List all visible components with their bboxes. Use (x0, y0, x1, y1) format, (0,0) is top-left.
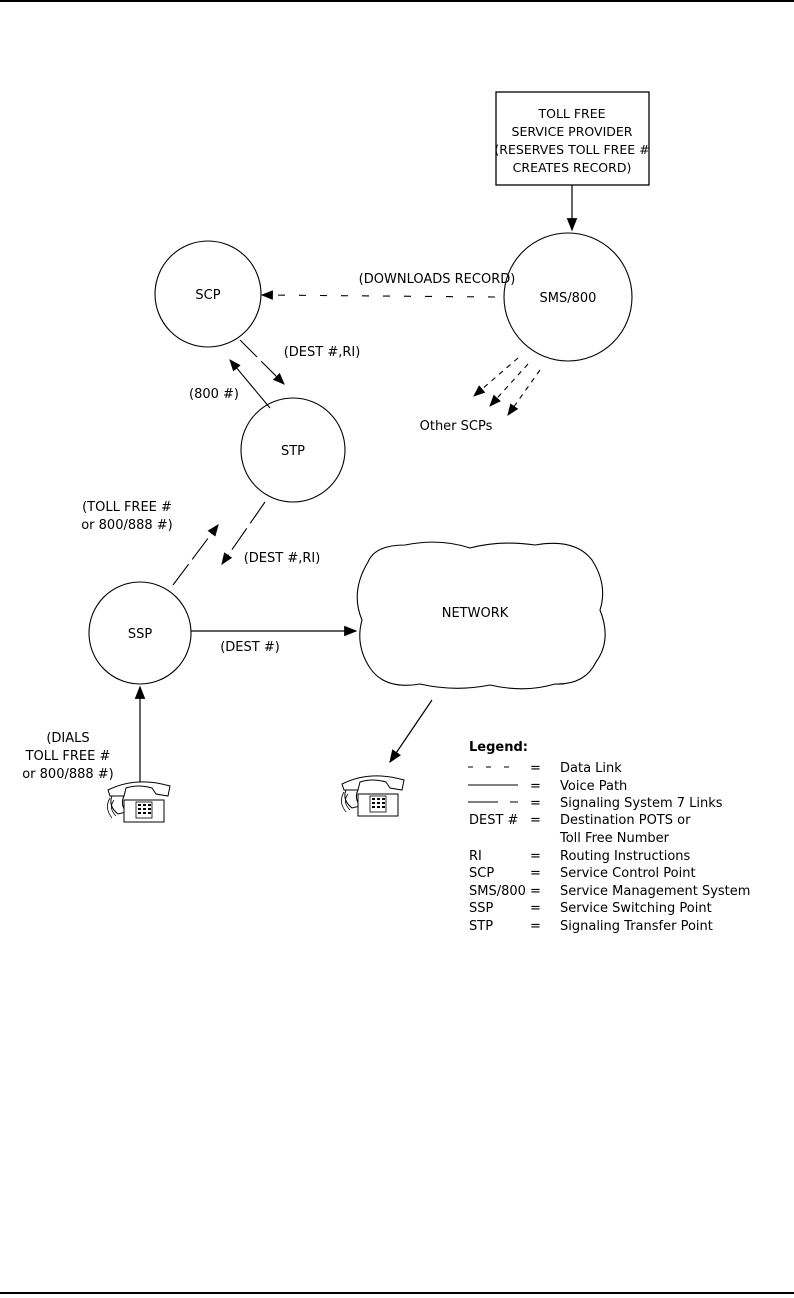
toll-free-query-line-1: (TOLL FREE # (82, 500, 172, 515)
telephone-icon (341, 775, 405, 817)
legend-key: SMS/800 (469, 884, 526, 899)
ssp-to-stp-link (172, 524, 219, 586)
legend-row: = Signaling System 7 Links (530, 796, 723, 811)
scp-to-stp-link (239, 339, 285, 385)
legend-key: RI (469, 849, 482, 864)
provider-line-1: TOLL FREE (537, 106, 605, 121)
legend-desc: Service Management System (560, 884, 750, 899)
service-provider-box: TOLL FREE SERVICE PROVIDER (RESERVES TOL… (494, 91, 650, 186)
legend-desc: Service Control Point (560, 866, 696, 881)
legend-row: STP = Signaling Transfer Point (469, 919, 713, 934)
dest-ri-scp-label: (DEST #,RI) (284, 345, 361, 360)
scp-label: SCP (195, 288, 220, 303)
stp-label: STP (281, 444, 305, 459)
legend-eq: = (530, 779, 541, 794)
legend-row: RI = Routing Instructions (469, 849, 691, 864)
legend-row: = Data Link (530, 761, 622, 776)
network-label: NETWORK (442, 606, 509, 621)
sms-node: SMS/800 (503, 232, 633, 362)
legend-eq: = (530, 866, 541, 881)
top-rule (0, 0, 794, 2)
legend-eq: = (530, 901, 541, 916)
legend-desc: Destination POTS or (560, 813, 691, 828)
dest-network-label: (DEST #) (220, 640, 280, 655)
provider-line-2: SERVICE PROVIDER (512, 124, 633, 139)
telephone-icon (107, 781, 171, 823)
legend-desc: Toll Free Number (559, 831, 670, 846)
legend-title: Legend: (469, 740, 528, 755)
legend-key: STP (469, 919, 493, 934)
legend: Legend: = Data Link = Voice Path = Signa… (468, 740, 750, 934)
bottom-rule (0, 1292, 794, 1294)
provider-line-3: (RESERVES TOLL FREE # (494, 142, 649, 157)
legend-row: Toll Free Number (559, 831, 670, 846)
ssp-label: SSP (128, 627, 153, 642)
legend-key: DEST # (469, 813, 518, 828)
provider-line-4: CREATES RECORD) (513, 160, 632, 175)
other-scps-label: Other SCPs (420, 419, 493, 434)
sms-to-other-scp-2 (489, 363, 529, 407)
legend-desc: Routing Instructions (560, 849, 691, 864)
dials-line-2: TOLL FREE # (25, 749, 111, 764)
legend-row: SSP = Service Switching Point (469, 901, 712, 916)
legend-desc: Service Switching Point (560, 901, 712, 916)
ssp-node: SSP (88, 581, 192, 685)
sms-to-other-scp-3 (507, 369, 541, 416)
legend-eq: = (530, 919, 541, 934)
sms-label: SMS/800 (540, 291, 597, 306)
stp-to-scp-link (229, 359, 271, 409)
legend-key: SSP (469, 901, 494, 916)
legend-eq: = (530, 884, 541, 899)
legend-row: DEST # = Destination POTS or (469, 813, 691, 828)
stp-to-ssp-link (221, 501, 266, 565)
legend-row: SCP = Service Control Point (469, 866, 696, 881)
scp-node: SCP (154, 240, 262, 348)
legend-row: SMS/800 = Service Management System (469, 884, 750, 899)
legend-eq: = (530, 813, 541, 828)
legend-eq: = (530, 796, 541, 811)
legend-key: SCP (469, 866, 494, 881)
dials-line-3: or 800/888 #) (22, 767, 114, 782)
sms-to-other-scp-1 (473, 357, 519, 397)
toll-free-query-line-2: or 800/888 #) (81, 518, 173, 533)
downloads-record-label: (DOWNLOADS RECORD) (359, 272, 516, 287)
sms-to-scp-data-link (260, 290, 496, 300)
network-to-phone-arrow (389, 699, 433, 764)
legend-eq: = (530, 761, 541, 776)
stp-node: STP (240, 397, 346, 503)
legend-desc: Signaling System 7 Links (560, 796, 723, 811)
dials-line-1: (DIALS (46, 731, 89, 746)
query-800-label: (800 #) (189, 387, 239, 402)
legend-row: = Voice Path (530, 779, 627, 794)
network-cloud: NETWORK (356, 541, 606, 690)
legend-eq: = (530, 849, 541, 864)
legend-desc: Data Link (560, 761, 622, 776)
legend-desc: Signaling Transfer Point (560, 919, 713, 934)
legend-desc: Voice Path (560, 779, 627, 794)
dest-ri-ssp-label: (DEST #,RI) (244, 551, 321, 566)
